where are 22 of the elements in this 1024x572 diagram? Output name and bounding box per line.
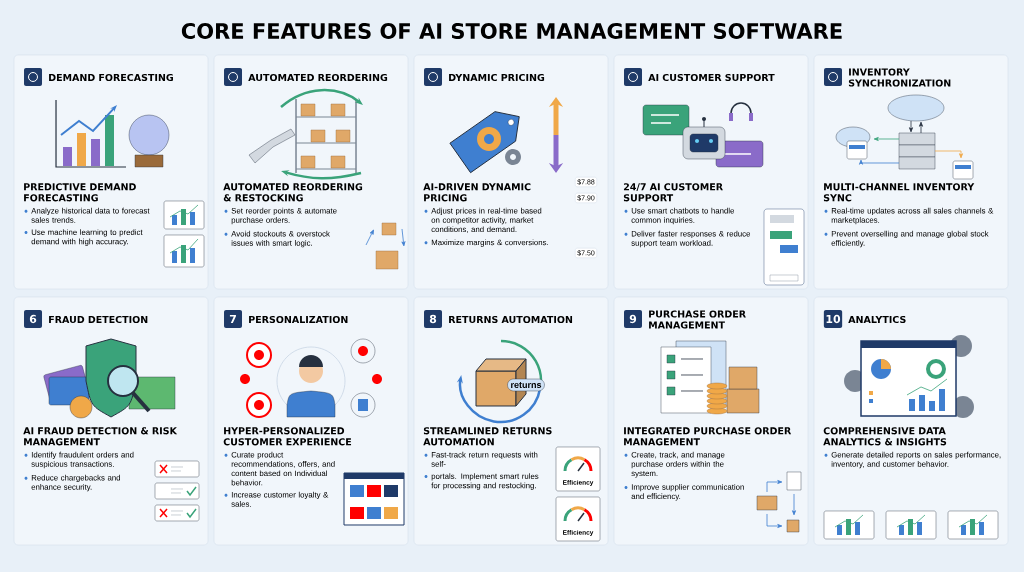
card-heading: AI CUSTOMER SUPPORT bbox=[648, 73, 775, 82]
title: CORE FEATURES OF AI STORE MANAGEMENT SOFTWARE bbox=[181, 23, 842, 39]
card-heading: PURCHASE ORDER MANAGEMENT bbox=[649, 310, 746, 329]
card-heading: INVENTORY SYNCHRONIZATION bbox=[848, 68, 951, 87]
card-heading: PERSONALIZATION bbox=[249, 315, 348, 324]
card-subtitle: AI FRAUD DETECTION & RISK MANAGEMENT bbox=[23, 427, 178, 446]
card-subtitle: HYPER-PERSONALIZED CUSTOMER EXPERIENCE bbox=[223, 427, 352, 446]
card-heading: ANALYTICS bbox=[848, 315, 906, 324]
card-heading: RETURNS AUTOMATION bbox=[449, 315, 573, 324]
card-heading: FRAUD DETECTION bbox=[49, 315, 148, 324]
returns-tag: returns bbox=[507, 378, 545, 392]
card-subtitle: COMPREHENSIVE DATA ANALYTICS & INSIGHTS bbox=[823, 427, 947, 446]
card-subtitle: INTEGRATED PURCHASE ORDER MANAGEMENT bbox=[624, 427, 792, 446]
card-subtitle: 24/7 AI CUSTOMER SUPPORT bbox=[623, 183, 723, 202]
card-heading: DEMAND FORECASTING bbox=[49, 73, 173, 82]
card-subtitle: AI-DRIVEN DYNAMIC PRICING bbox=[423, 183, 531, 202]
card-subtitle: AUTOMATED REORDERING & RESTOCKING bbox=[223, 183, 363, 202]
card-heading: DYNAMIC PRICING bbox=[449, 73, 545, 82]
card-subtitle: STREAMLINED RETURNS AUTOMATION bbox=[423, 427, 552, 446]
card-subtitle: PREDICTIVE DEMAND FORECASTING bbox=[24, 183, 136, 202]
card-heading: AUTOMATED REORDERING bbox=[248, 73, 388, 82]
card-subtitle: MULTI-CHANNEL INVENTORY SYNC bbox=[823, 183, 975, 202]
